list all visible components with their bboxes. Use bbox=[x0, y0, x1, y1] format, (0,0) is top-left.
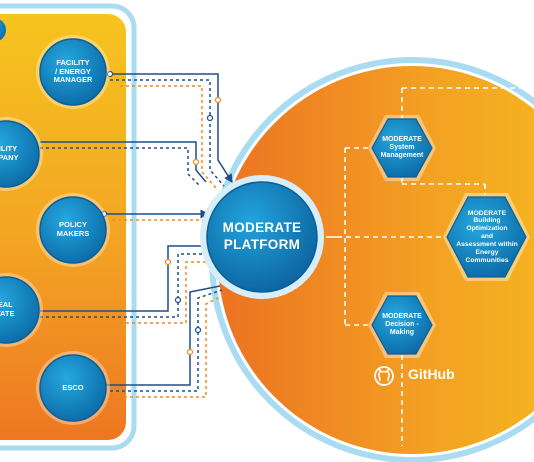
stakeholder-node-facility-energy-manager bbox=[36, 35, 110, 109]
module-label-building-optimization: MODERATE Building Optimization and Asses… bbox=[456, 209, 518, 264]
stakeholder-node-real-estate bbox=[0, 273, 43, 347]
module-nodes bbox=[368, 115, 530, 358]
platform-node bbox=[200, 175, 324, 299]
stakeholder-node-partial bbox=[0, 19, 6, 41]
platform-label: MODERATE PLATFORM bbox=[222, 220, 302, 252]
stakeholder-label-facility-energy-manager: FACILITY / ENERGY MANAGER bbox=[53, 58, 93, 85]
stakeholder-label-real-estate: EAL TATE bbox=[0, 300, 15, 318]
stakeholder-node-esco bbox=[36, 351, 110, 425]
stakeholder-node-facility-company bbox=[0, 117, 43, 191]
module-links bbox=[328, 87, 534, 446]
stakeholder-label-esco: ESCO bbox=[62, 382, 84, 392]
stakeholder-nodes bbox=[0, 19, 110, 425]
github-label: GitHub bbox=[408, 366, 455, 382]
module-hex-system-management bbox=[368, 115, 436, 181]
module-label-system-management: MODERATE System Management bbox=[380, 135, 424, 160]
stakeholder-node-policy-makers bbox=[36, 193, 110, 267]
module-hex-building-optimization bbox=[443, 193, 530, 281]
module-label-decision-making: MODERATE Decision - Making bbox=[382, 312, 422, 337]
connectors bbox=[40, 73, 342, 398]
stakeholder-label-facility-company: CILITY MPANY bbox=[0, 144, 19, 162]
module-hex-decision-making bbox=[368, 292, 436, 358]
stakeholder-label-policy-makers: POLICY MAKERS bbox=[56, 220, 90, 238]
github-icon bbox=[374, 366, 394, 386]
